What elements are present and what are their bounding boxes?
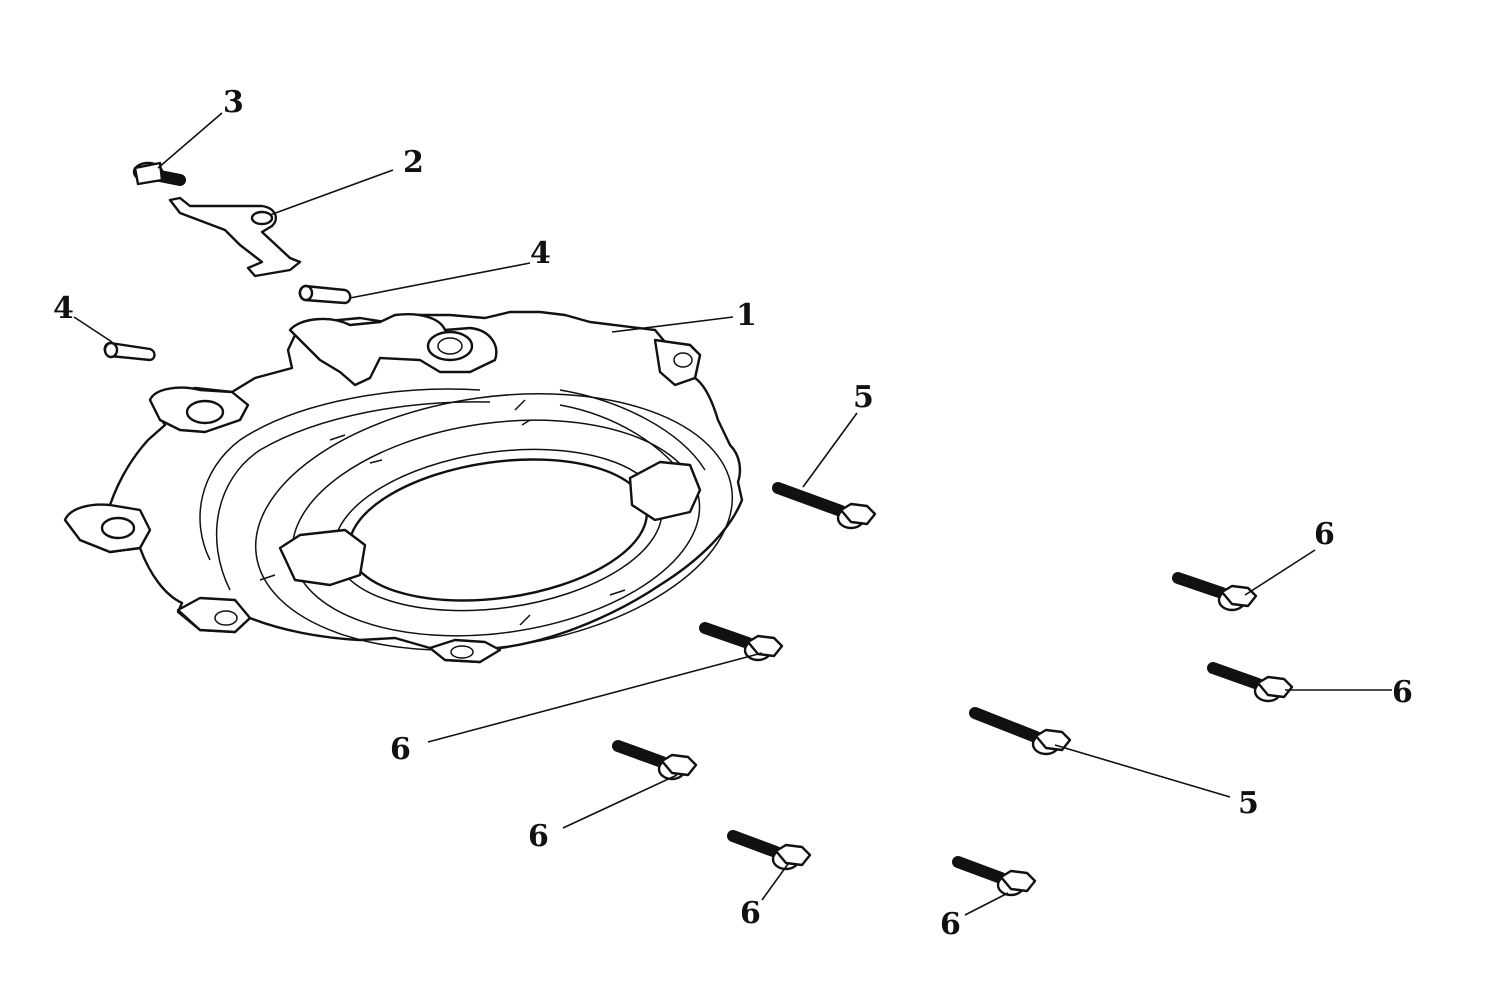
leader-lines: [73, 112, 1392, 916]
callout-6-b: 6: [1392, 675, 1413, 710]
part-5-bolt-lower: [969, 707, 1072, 756]
part-6-bolt-c: [699, 622, 784, 662]
leader-6-f: [964, 892, 1009, 916]
bolt-hex-head: [774, 843, 812, 867]
leader-6-a: [1244, 549, 1316, 596]
bolt-shank: [952, 856, 1007, 884]
bolt-shank: [727, 830, 782, 858]
leader-3: [157, 112, 223, 169]
bolt-shank: [772, 482, 847, 517]
part-5-bolt-upper: [772, 482, 877, 530]
bolt-shank: [612, 740, 668, 768]
leader-4-upper: [349, 262, 531, 299]
callout-6-e: 6: [740, 896, 761, 931]
callout-6-a: 6: [1314, 517, 1335, 552]
leader-4-left: [73, 316, 113, 343]
bolt-shank: [699, 622, 754, 649]
callout-1: 1: [736, 298, 757, 333]
bolt-hex-head: [660, 753, 698, 777]
leader-6-e: [761, 863, 789, 901]
bolt-shank: [1172, 572, 1228, 599]
bolt-hex-head: [1034, 728, 1072, 752]
callout-6-f: 6: [940, 907, 961, 942]
leader-6-d: [562, 774, 678, 829]
leader-2: [269, 169, 394, 216]
callout-5-lower: 5: [1238, 786, 1259, 821]
part-6-bolt-f: [952, 856, 1037, 897]
leader-5-upper: [802, 412, 858, 488]
bolt-shank: [1207, 662, 1264, 690]
part-6-bolt-e: [727, 830, 812, 871]
callout-labels: 3 2 4 4 1 5 6 6 6 5 6 6 6: [53, 85, 1413, 942]
leader-6-c: [427, 652, 763, 743]
part-1-cover: [63, 310, 744, 664]
part-6-bolt-d: [612, 740, 698, 781]
bolt-hex-head: [1220, 584, 1258, 608]
part-6-bolt-b: [1207, 662, 1294, 703]
bolt-hex-head: [999, 869, 1037, 893]
callout-4-left: 4: [53, 291, 74, 326]
part-6-bolt-a: [1172, 572, 1258, 612]
callout-6-d: 6: [528, 819, 549, 854]
leader-1: [611, 316, 734, 333]
callout-5-upper: 5: [853, 380, 874, 415]
bolts-group: [612, 482, 1294, 897]
callout-3: 3: [223, 85, 244, 120]
part-3-screw: [132, 161, 186, 186]
part-4-dowel-pin-left: [103, 341, 156, 362]
bolt-shank: [969, 707, 1042, 743]
callout-2: 2: [403, 145, 424, 180]
leader-5-lower: [1054, 744, 1231, 798]
bolt-hex-head: [1256, 675, 1294, 699]
callout-4-upper: 4: [530, 236, 551, 271]
callout-6-c: 6: [390, 732, 411, 767]
bolt-hex-head: [839, 502, 877, 526]
part-4-dowel-pin-upper: [298, 284, 352, 305]
part-2-bracket: [168, 196, 302, 278]
